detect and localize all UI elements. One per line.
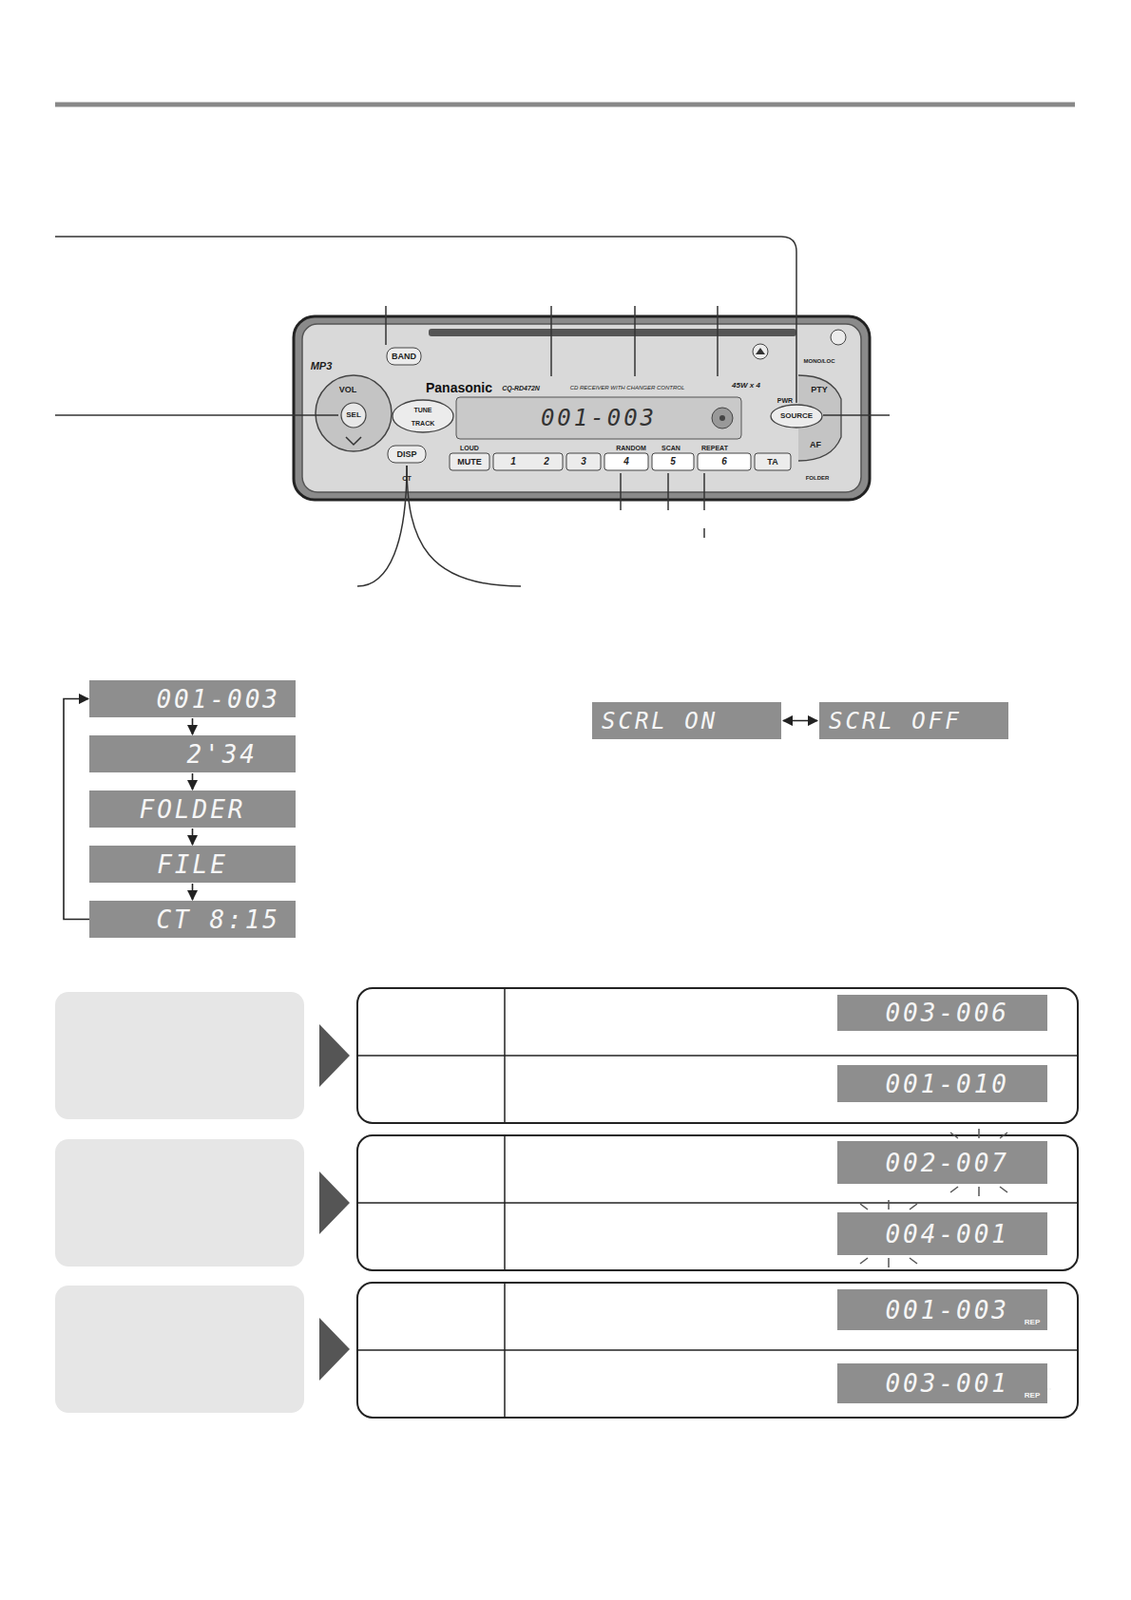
lcd-display: 001-010 bbox=[837, 1065, 1048, 1103]
button-label: MUTE bbox=[457, 458, 482, 467]
leader-lines bbox=[55, 236, 890, 587]
lcd-display: 001-003 bbox=[837, 1289, 1048, 1331]
display-text: 001-003 bbox=[884, 1296, 1010, 1325]
flow-arrow bbox=[191, 828, 194, 845]
display-text: 001-003 bbox=[155, 685, 281, 714]
button-label: TUNE bbox=[413, 406, 432, 414]
lcd-display: SCRL ON bbox=[592, 702, 782, 740]
indicator-label: REP bbox=[1024, 1319, 1040, 1327]
button-label: TRACK bbox=[411, 420, 436, 427]
display-text: SCRL ON bbox=[601, 708, 718, 735]
lcd-display: 001-003 bbox=[89, 680, 296, 718]
power-rating: 45W x 4 bbox=[731, 382, 761, 390]
button-label: CT bbox=[402, 475, 411, 482]
button-label: SCAN bbox=[661, 444, 681, 452]
flow-arrow bbox=[191, 773, 194, 790]
lcd-display: 2'34 bbox=[89, 735, 296, 773]
display-text: SCRL OFF bbox=[828, 708, 962, 735]
indicator-label: REP bbox=[1024, 1392, 1040, 1400]
lcd-display: FOLDER bbox=[89, 790, 296, 828]
flow-arrow bbox=[63, 699, 90, 921]
display-text: 003-006 bbox=[884, 998, 1010, 1028]
tables bbox=[55, 988, 1078, 1419]
display-text: CT 8:15 bbox=[155, 905, 281, 935]
lcd-display: 003-006 bbox=[837, 995, 1048, 1032]
preset-number: 5 bbox=[670, 457, 676, 467]
button-label: TA bbox=[766, 458, 778, 467]
button-label: LOUD bbox=[460, 444, 480, 452]
model-description: CD RECEIVER WITH CHANGER CONTROL bbox=[570, 384, 686, 391]
display-text: FOLDER bbox=[139, 795, 247, 825]
button-label: BAND bbox=[391, 352, 417, 362]
button-label: AF bbox=[809, 440, 822, 450]
button-label: FOLDER bbox=[805, 475, 830, 481]
preset-number: 4 bbox=[623, 457, 630, 467]
display-text: 004-001 bbox=[884, 1220, 1010, 1249]
brand-logo: MP3 bbox=[310, 361, 333, 372]
button-label: SOURCE bbox=[780, 412, 813, 421]
display-text: 2'34 bbox=[186, 740, 258, 769]
model-number: CQ-RD472N bbox=[501, 384, 540, 392]
device-display-text: 001-003 bbox=[540, 406, 657, 430]
preset-number: 3 bbox=[580, 457, 587, 467]
lcd-display: 004-001 bbox=[837, 1212, 1048, 1256]
lcd-display: CT 8:15 bbox=[89, 900, 296, 939]
preset-number: 6 bbox=[721, 457, 728, 467]
display-text: 001-010 bbox=[884, 1070, 1010, 1099]
button-label: DISP bbox=[396, 450, 417, 460]
lcd-display: SCRL OFF bbox=[819, 702, 1009, 740]
display-text: 003-001 bbox=[884, 1369, 1010, 1399]
car-stereo bbox=[293, 316, 870, 500]
button-label: REPEAT bbox=[701, 444, 729, 452]
flow-arrow bbox=[191, 718, 194, 735]
header-rule bbox=[55, 102, 1075, 108]
display-text: FILE bbox=[156, 850, 229, 880]
flow-arrow bbox=[783, 720, 818, 723]
flow-arrow bbox=[191, 883, 194, 901]
button-label: VOL bbox=[339, 385, 358, 395]
lcd-display: FILE bbox=[89, 845, 296, 883]
button-label: SEL bbox=[345, 411, 362, 420]
lcd-display: 003-001 bbox=[837, 1363, 1048, 1404]
preset-number: 2 bbox=[543, 457, 550, 467]
button-label: MONO/LOC bbox=[804, 358, 836, 365]
button-label: RANDOM bbox=[615, 444, 647, 452]
brand-name: Panasonic bbox=[425, 381, 493, 395]
lcd-display: 002-007 bbox=[837, 1141, 1048, 1185]
preset-number: 1 bbox=[510, 457, 517, 467]
display-text: 002-007 bbox=[884, 1149, 1010, 1178]
button-label: PTY bbox=[810, 385, 828, 395]
button-label: PWR bbox=[777, 397, 793, 404]
